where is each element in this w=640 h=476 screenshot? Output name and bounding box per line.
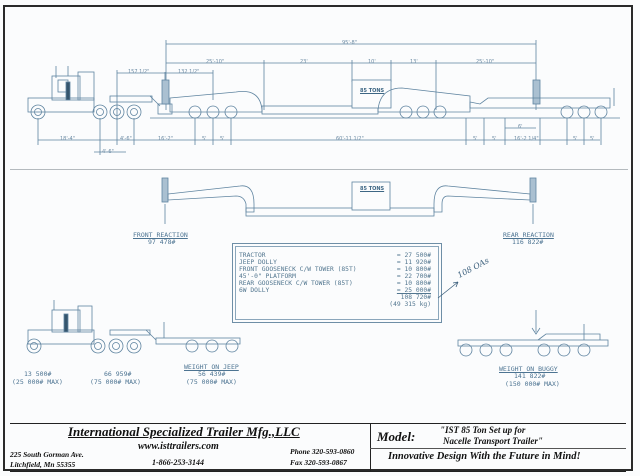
weight-total-lbs: 108 720# [400,294,431,301]
dim-jeep-span: 16'-2" [158,136,174,142]
trailer-reaction-view [161,177,537,224]
weight-value-tractor: = 27 500# [396,252,431,259]
dim-tractor-tandem: 4'-6" [120,136,132,142]
dim-front-gooseneck: 25'-10" [206,59,225,65]
buggy-weight-max: (150 000# MAX) [505,380,560,388]
dim-kingpin-jeep: 132 1/2" [178,69,200,75]
weight-value-jeep: = 11 920# [396,259,431,266]
phone-number: Phone 320-593-0860 [290,447,355,456]
steer-axle-weight: 13 500# [24,370,52,378]
model-name-line-1: "IST 85 Ton Set up for [440,425,526,435]
buggy-elevation [457,310,609,357]
jeep-weight-max: (75 000# MAX) [186,378,237,386]
dim-tractor-wheelbase: 18'-4" [60,136,76,142]
weight-item-platform: 45'-0" PLATFORM [239,273,296,280]
weight-value-rear-gooseneck: = 10 800# [396,280,431,287]
weight-value-front-gooseneck: = 10 800# [396,266,431,273]
weight-value-6w-dolly: = 25 000# [396,287,431,294]
dim-rear-gooseneck: 25'-10" [476,59,495,65]
dim-rear-axle1: 5' [473,136,478,142]
load-label-top: 85 TONS [360,88,385,94]
dim-tractor-tandem2: 4'-6" [102,149,114,155]
company-name: International Specialized Trailer Mfg.,L… [68,424,300,439]
title-block-top-rule [10,423,626,424]
steer-axle-max: (25 000# MAX) [12,378,63,386]
dim-rear-axle2: 5' [492,136,497,142]
weight-item-rear-gooseneck: REAR GOOSENECK C/W TOWER (85T) [239,280,353,287]
top-rig-elevation [10,40,628,170]
dim-platform-front: 23' [300,59,308,65]
drive-axle-weight: 66 959# [104,370,132,378]
dim-load-length: 10' [368,59,376,65]
drawing-sheet [3,5,633,471]
tractor-jeep-elevation [26,300,241,354]
dim-kingpin-front: 157 1/2" [128,69,150,75]
weight-item-jeep: JEEP DOLLY [239,259,277,266]
company-website[interactable]: www.isttrailers.com [138,441,219,452]
fax-number: Fax 320-593-0867 [290,458,347,467]
drive-axle-max: (75 000# MAX) [90,378,141,386]
front-reaction-label: FRONT REACTION [133,231,188,239]
model-divider [370,448,626,449]
weight-item-6w-dolly: 6W DOLLY [239,287,270,294]
model-name-line-2: Nacelle Transport Trailer" [443,436,543,446]
dim-rear-span: 16'-2 1/4" [514,136,539,142]
dim-platform-rear: 13' [410,59,418,65]
handwritten-arrow-icon [437,281,459,299]
load-label-middle: 85 TONS [360,186,385,192]
address-line-2: Litchfield, Mn 55355 [10,460,76,469]
dim-rear-offset: 6' [518,124,523,130]
rear-reaction-value: 116 822# [512,238,544,246]
jeep-weight-value: 56 439# [198,370,226,378]
dim-overall: 95'-8" [342,40,358,46]
weight-value-platform: = 22 700# [396,273,431,280]
weight-item-tractor: TRACTOR [239,252,266,259]
jeep-weight-label: WEIGHT ON JEEP [184,363,239,371]
dim-jeep-axle1: 5' [202,136,207,142]
company-slogan: Innovative Design With the Future in Min… [388,451,581,462]
toll-free-number: 1-866-253-3144 [152,458,204,467]
buggy-weight-value: 141 822# [514,372,546,380]
dim-jeep-axle2: 5' [220,136,225,142]
buggy-weight-label: WEIGHT ON BUGGY [499,365,558,373]
weight-item-front-gooseneck: FRONT GOOSENECK C/W TOWER (85T) [239,266,357,273]
dim-deck-span: 60'-11 1/2" [336,136,364,142]
title-block-divider [370,423,371,471]
dim-dolly-axle2: 5' [590,136,595,142]
front-reaction-value: 97 478# [148,238,176,246]
weight-summary-table: TRACTOR = 27 500# JEEP DOLLY = 11 920# F… [232,243,442,323]
rear-reaction-label: REAR REACTION [503,231,554,239]
weight-total-kg: (49 315 kg) [389,301,431,308]
model-label: Model: [377,429,416,444]
dim-dolly-axle1: 5' [573,136,578,142]
title-block-bottom-rule [10,471,626,472]
address-line-1: 225 South Gorman Ave. [10,450,84,459]
